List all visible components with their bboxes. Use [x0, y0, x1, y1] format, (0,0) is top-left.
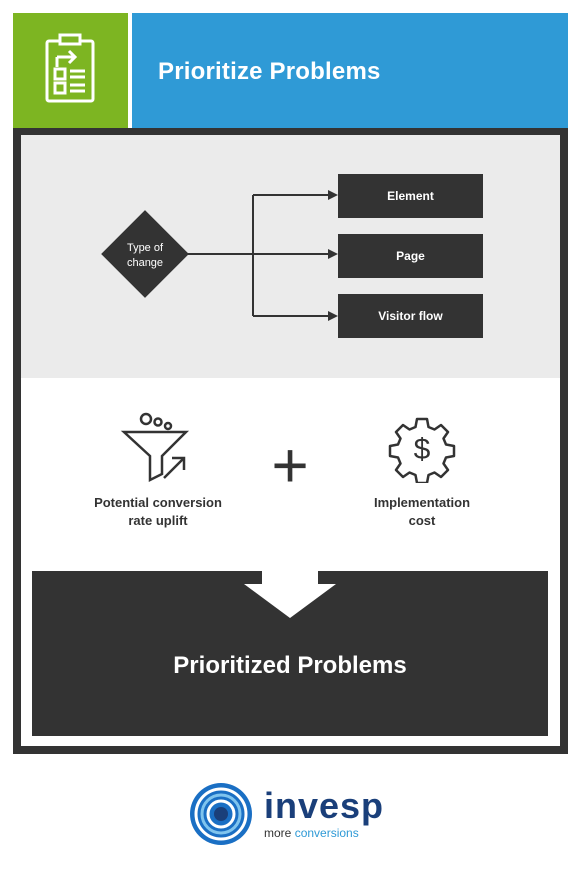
dollar-gear-icon: $: [388, 417, 456, 483]
uplift-caption-line1: Potential conversion: [94, 495, 222, 510]
brand-name: invesp: [264, 785, 385, 826]
uplift-caption-line2: rate uplift: [128, 513, 188, 528]
brand-tag-part1: more: [264, 826, 295, 840]
invesp-logo-icon: [190, 783, 252, 845]
uplift-caption: Potential conversion rate uplift: [80, 494, 236, 530]
decision-label-line2: change: [126, 257, 164, 269]
page-title: Prioritize Problems: [158, 58, 381, 85]
cost-caption: Implementation cost: [352, 494, 492, 530]
option-element: Element: [338, 174, 483, 218]
down-arrow-icon: [244, 570, 336, 618]
option-visitor-flow: Visitor flow: [338, 294, 483, 338]
header-bar: [132, 13, 568, 128]
cost-caption-line1: Implementation: [373, 495, 471, 510]
plus-operator: +: [271, 429, 309, 501]
option-page: Page: [338, 234, 483, 278]
clipboard-icon: [45, 33, 95, 103]
funnel-icon: [120, 412, 190, 483]
brand-tag-part2: conversions: [294, 826, 359, 840]
header-icon-block: [13, 13, 128, 128]
decision-label: Type of change: [103, 241, 187, 271]
decision-label-line1: Type of: [126, 242, 164, 254]
cost-caption-line2: cost: [408, 513, 436, 528]
brand-tagline: more conversions: [264, 826, 359, 840]
result-title: Prioritized Problems: [173, 652, 407, 679]
svg-text:$: $: [414, 433, 431, 466]
